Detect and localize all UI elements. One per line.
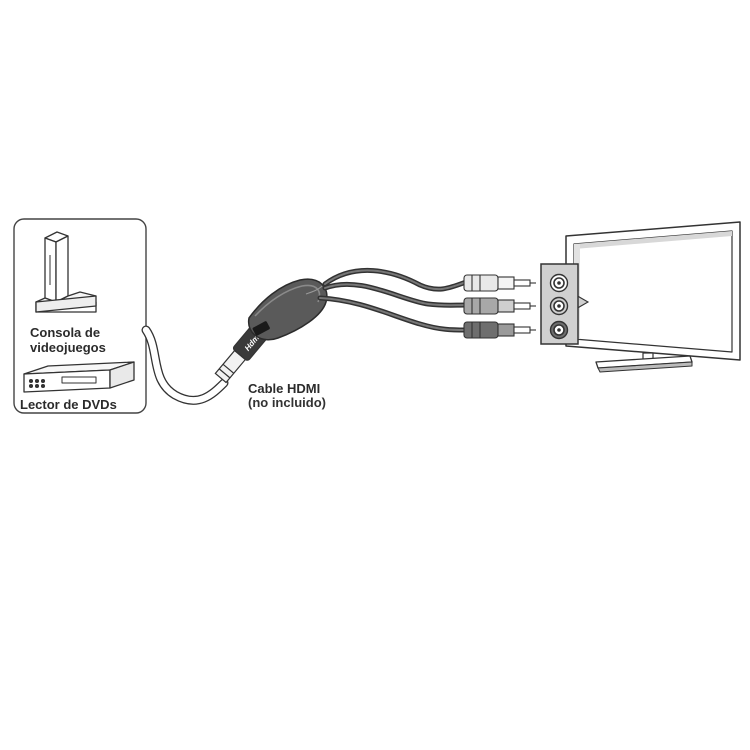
rca-cables bbox=[317, 267, 469, 333]
console-label-line1: Consola de bbox=[30, 325, 101, 340]
flat-screen-tv-icon bbox=[565, 221, 741, 373]
console-label-line2: videojuegos bbox=[30, 340, 106, 355]
tv-rca-input-panel bbox=[540, 263, 590, 345]
hdmi-plug-icon: Hdmi bbox=[214, 312, 278, 384]
hdmi-cable bbox=[141, 325, 229, 405]
dvd-player-icon bbox=[23, 361, 135, 393]
rca-plug-white bbox=[463, 274, 536, 292]
cable-label-line2: (no incluido) bbox=[248, 395, 326, 410]
rca-plug-gray bbox=[463, 297, 536, 315]
hdmi-to-rca-adapter-icon bbox=[247, 278, 328, 341]
game-console-icon bbox=[35, 231, 97, 313]
rca-plug-dark bbox=[463, 321, 536, 339]
cable-label-line1: Cable HDMI bbox=[248, 381, 321, 396]
dvd-label: Lector de DVDs bbox=[20, 397, 117, 412]
